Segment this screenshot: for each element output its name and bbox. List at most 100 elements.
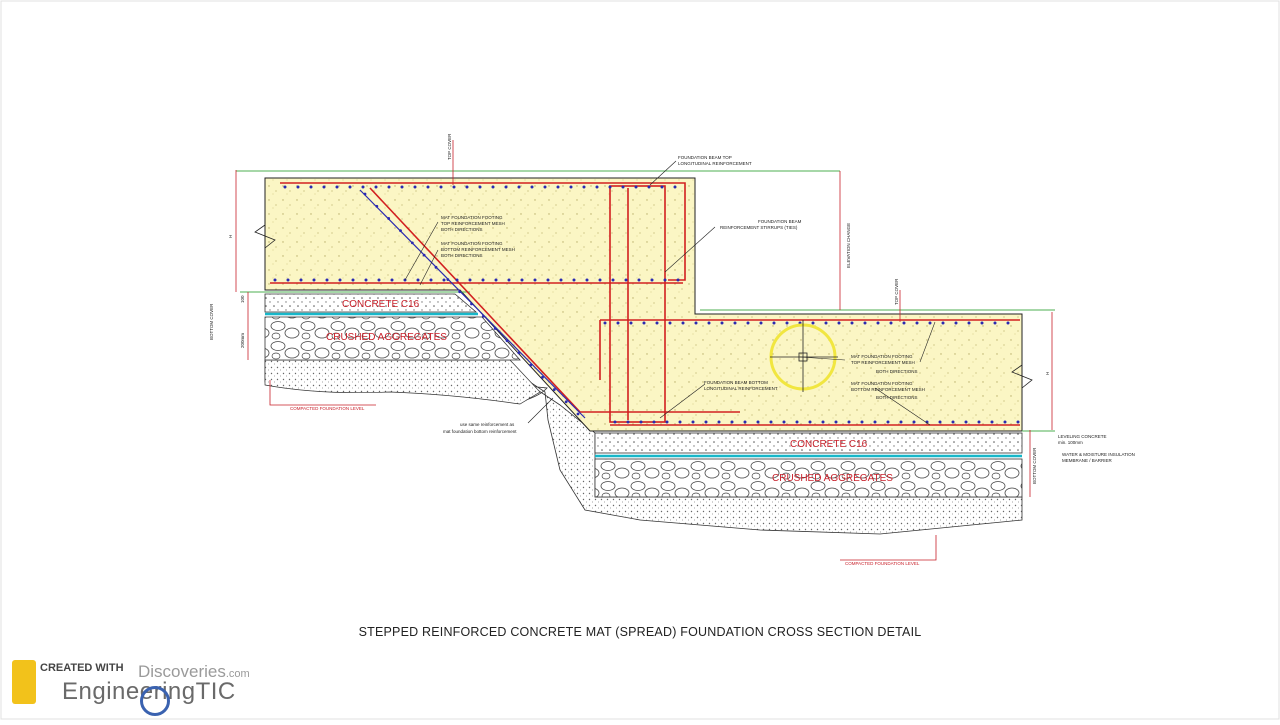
rebar-dot <box>626 420 630 424</box>
rebar-dot <box>850 321 854 325</box>
rebar-dot <box>652 420 656 424</box>
mat-bot-lower-3: BOTH DIRECTIONS <box>876 395 918 400</box>
rebar-dot <box>928 321 932 325</box>
leveling-label-2: min. 100mm <box>1058 440 1083 445</box>
rebar-dot <box>603 321 607 325</box>
rebar-dot <box>468 278 472 282</box>
rebar-dot <box>541 375 544 379</box>
rebar-dot <box>434 265 438 269</box>
break-line-right <box>1011 364 1033 389</box>
rebar-dot <box>556 185 560 189</box>
dim-h-lower: H <box>1045 372 1050 375</box>
rebar-dot <box>387 185 391 189</box>
rebar-dot <box>543 185 547 189</box>
rebar-dot <box>375 204 379 208</box>
crushed-aggregates-upper <box>264 316 521 361</box>
rebar-dot <box>491 185 495 189</box>
red-leaders <box>269 380 937 561</box>
rebar-dot <box>634 185 638 189</box>
rebar-dot <box>873 420 877 424</box>
beam-bottom-label-2: LONGITUDINAL REINFORCEMENT <box>704 386 778 391</box>
top-cover-label-upper: TOP COVER <box>447 133 452 160</box>
aggregates-label-upper: CRUSHED AGGREGATES <box>326 332 447 343</box>
top-cover-label-lower: TOP COVER <box>894 278 899 305</box>
rebar-dot <box>629 321 633 325</box>
beam-stirrup <box>609 185 666 423</box>
rebar-dot <box>720 321 724 325</box>
rebar-dot <box>967 321 971 325</box>
rebar-dot <box>964 420 968 424</box>
rebar-dot <box>616 321 620 325</box>
rebar-dot <box>954 321 958 325</box>
rebar-dot <box>676 278 680 282</box>
rebar-dot <box>309 185 313 189</box>
rebar-dot <box>886 420 890 424</box>
mat-top-lower-1: MAT FOUNDATION FOOTING <box>851 354 913 359</box>
rebar-dot <box>624 278 628 282</box>
elevation-change-label: ELEVATION CHANGE <box>846 223 851 268</box>
rebar-dot <box>529 363 533 367</box>
rebar-dot <box>322 185 326 189</box>
waterproof-label-1: WATER & MOISTURE INSULATION <box>1062 452 1135 457</box>
rebar-dot <box>429 278 433 282</box>
mat-top-upper-3: BOTH DIRECTIONS <box>441 227 483 232</box>
rebar-dot <box>990 420 994 424</box>
rebar-dot <box>915 321 919 325</box>
rebar-dot <box>639 420 643 424</box>
rebar-dot <box>704 420 708 424</box>
rebar-dot <box>938 420 942 424</box>
leveling-concrete-lower <box>594 432 1023 454</box>
rebar-dot <box>439 185 443 189</box>
dim-100: 100 <box>240 295 245 303</box>
beam-top-label-1: FOUNDATION BEAM TOP <box>678 155 732 160</box>
aggregates-label-lower: CRUSHED AGGREGATES <box>772 473 893 484</box>
dim-h-upper: H <box>228 235 233 238</box>
rebar-dot <box>576 412 580 416</box>
rebar-dot <box>941 321 945 325</box>
rebar-dot <box>785 321 789 325</box>
rebar-dot <box>1003 420 1007 424</box>
rebar-dot <box>335 185 339 189</box>
watermark: CREATED WITH Discoveries.com Engineering… <box>10 656 280 716</box>
same-bars-label-2: mat foundation bottom reinforcement <box>443 429 517 434</box>
rebar-dot <box>598 278 602 282</box>
rebar-dot <box>595 185 599 189</box>
bottom-cover-label-lower: BOTTOM COVER <box>1032 447 1037 484</box>
rebar-dot <box>582 185 586 189</box>
rebar-dot <box>299 278 303 282</box>
rebar-dot <box>860 420 864 424</box>
watermark-created: CREATED WITH <box>40 662 124 674</box>
rebar-dot <box>621 185 625 189</box>
rebar-dot <box>422 253 426 257</box>
mat-bot-lower-1: MAT FOUNDATION FOOTING <box>851 381 913 386</box>
rebar-dot <box>980 321 984 325</box>
rebar-dot <box>546 278 550 282</box>
rebar-dot <box>678 420 682 424</box>
rebar-dot <box>782 420 786 424</box>
rebar-dot <box>481 314 485 318</box>
beam-bottom-label-1: FOUNDATION BEAM BOTTOM <box>704 380 768 385</box>
rebar-dot <box>273 278 277 282</box>
rebar-dot <box>1006 321 1010 325</box>
rebar-dot <box>364 278 368 282</box>
rebar-dot <box>637 278 641 282</box>
dim-200: 200mm <box>240 333 245 348</box>
rebar-dot <box>889 321 893 325</box>
rebar-dot <box>442 278 446 282</box>
rebar-dot <box>530 185 534 189</box>
rebar-dot <box>351 278 355 282</box>
mat-top-upper-2: TOP REINFORCEMENT MESH <box>441 221 505 226</box>
rebar-dot <box>390 278 394 282</box>
rebar-dot <box>707 321 711 325</box>
rebar-dot <box>564 400 568 404</box>
mat-bot-upper-3: BOTH DIRECTIONS <box>441 253 483 258</box>
rebar-dot <box>426 185 430 189</box>
rebar-dot <box>400 185 404 189</box>
rebar-dot <box>743 420 747 424</box>
concrete-label-upper: CONCRETE C16 <box>342 299 420 310</box>
rebar-dot <box>824 321 828 325</box>
rebar-dot <box>1016 420 1020 424</box>
rebar-dot <box>899 420 903 424</box>
mat-top-upper-1: MAT FOUNDATION FOOTING <box>441 215 503 220</box>
rebar-dot <box>552 388 556 391</box>
